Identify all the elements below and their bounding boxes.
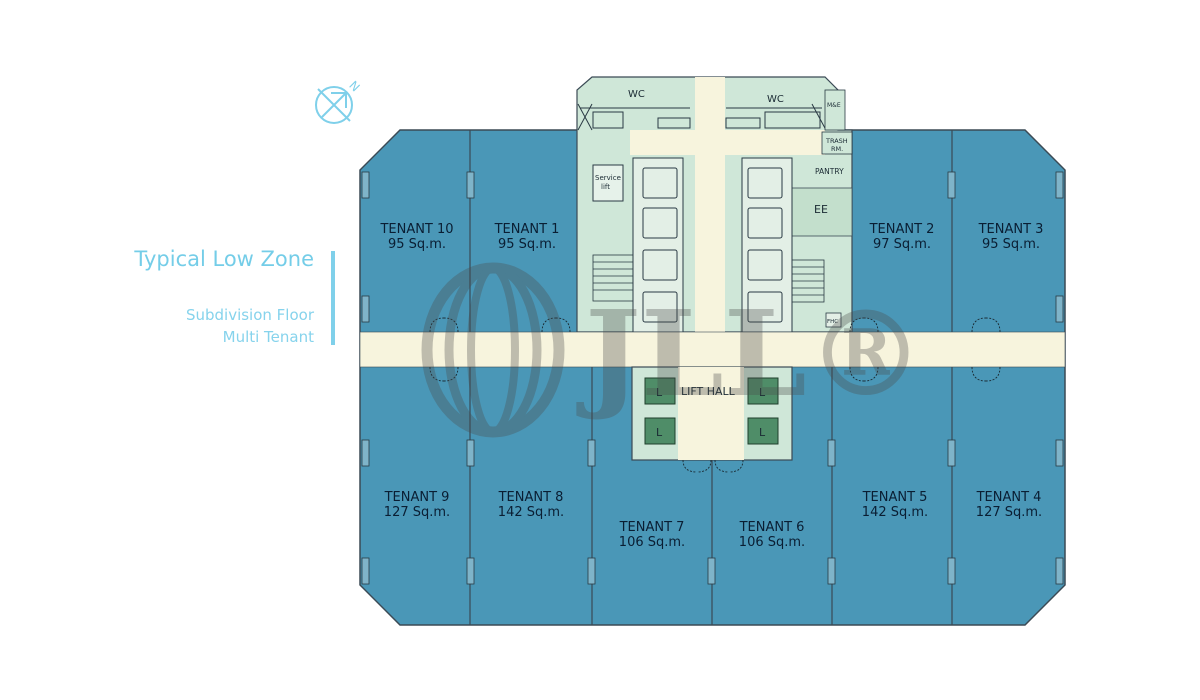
ee-room: [791, 187, 853, 237]
tenant-9-area: 127 Sq.m.: [384, 505, 450, 520]
zone-title: Typical Low Zone: [134, 247, 314, 271]
lift-car: [644, 417, 676, 445]
tenant-2-area: 97 Sq.m.: [873, 237, 931, 252]
me-room: [824, 89, 846, 131]
tenant-10-area: 95 Sq.m.: [388, 237, 446, 252]
tenant-2-name: TENANT 2: [869, 222, 935, 237]
tenant-9-name: TENANT 9: [384, 490, 450, 505]
lift-label: L: [759, 426, 766, 439]
lift-car: [747, 377, 779, 405]
wc-fixtures: [577, 103, 827, 131]
ee-label: EE: [814, 203, 828, 216]
lift-hall-label: LIFT HALL: [681, 385, 736, 398]
tenant-10-name: TENANT 10: [379, 222, 453, 237]
tenant-6-area: 106 Sq.m.: [739, 535, 805, 550]
tenant-1-area: 95 Sq.m.: [498, 237, 556, 252]
me-label: M&E: [827, 102, 841, 109]
tenant-7-area: 106 Sq.m.: [619, 535, 685, 550]
door-swings: [429, 317, 1001, 473]
fhc-box: [825, 312, 842, 328]
tenant-8-area: 142 Sq.m.: [498, 505, 564, 520]
tenant-4-name: TENANT 4: [976, 490, 1042, 505]
tenant-5-area: 142 Sq.m.: [862, 505, 928, 520]
lift-hall-floor: [678, 367, 744, 460]
pantry-label: PANTRY: [815, 167, 844, 176]
passenger-lifts: [644, 377, 779, 445]
window-panels: [361, 171, 1064, 585]
tenant-8-name: TENANT 8: [498, 490, 564, 505]
lift-car: [644, 377, 676, 405]
tenant-6-name: TENANT 6: [739, 520, 805, 535]
trash-room: [821, 131, 853, 155]
jll-watermark: JLL®: [421, 262, 925, 438]
tenant-3-area: 95 Sq.m.: [982, 237, 1040, 252]
core-corridor: [695, 77, 725, 332]
trash-label-1: TRASH: [825, 137, 848, 145]
tenant-5-name: TENANT 5: [862, 490, 928, 505]
fhc-label: FHC: [827, 319, 838, 325]
lift-label: L: [656, 386, 663, 399]
compass-label: N: [346, 78, 362, 94]
title-divider: [331, 251, 335, 345]
subtitle-line-2: Multi Tenant: [222, 328, 314, 346]
service-lift-label-1: Service: [595, 174, 621, 182]
tenant-3-name: TENANT 3: [978, 222, 1044, 237]
tenant-7-name: TENANT 7: [619, 520, 685, 535]
lift-label: L: [656, 426, 663, 439]
subtitle-line-1: Subdivision Floor: [185, 306, 314, 324]
service-lift-label-2: lift: [601, 183, 610, 191]
svg-text:JLL®: JLL®: [576, 284, 925, 423]
wc-label-left: WC: [628, 89, 645, 100]
lift-car: [747, 417, 779, 445]
wc-label-right: WC: [767, 94, 784, 105]
lift-label: L: [759, 386, 766, 399]
compass-icon: [315, 86, 353, 124]
trash-label-2: RM.: [831, 145, 843, 153]
core-cross-corridor: [630, 130, 825, 155]
tenant-1-name: TENANT 1: [494, 222, 560, 237]
main-corridor: [359, 331, 1066, 368]
tenant-4-area: 127 Sq.m.: [976, 505, 1042, 520]
service-lift: [592, 164, 624, 202]
core-shafts: [632, 157, 793, 333]
